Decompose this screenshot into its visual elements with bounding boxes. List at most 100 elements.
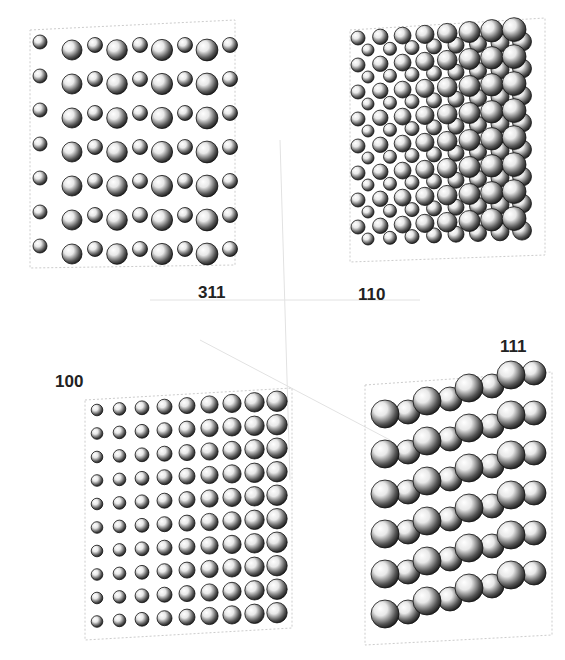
atom-sphere <box>394 81 411 98</box>
plane-index-label: 110 <box>358 285 385 305</box>
atom-sphere <box>88 208 103 223</box>
atom-sphere <box>178 106 193 121</box>
atom-sphere <box>362 98 374 110</box>
atom-sphere <box>157 399 172 414</box>
atom-sphere <box>88 72 103 87</box>
atom-sphere <box>135 424 149 438</box>
atom-sphere <box>455 454 483 482</box>
atom-sphere <box>371 400 399 428</box>
atom-sphere <box>371 440 399 468</box>
plane-frame <box>365 372 552 645</box>
atom-sphere <box>113 403 126 416</box>
atom-sphere <box>267 509 287 529</box>
atom-sphere <box>201 419 218 436</box>
atom-sphere <box>413 547 441 575</box>
atom-sphere <box>437 23 457 43</box>
atom-sphere <box>373 110 388 125</box>
atom-sphere <box>371 560 399 588</box>
atom-sphere <box>179 398 195 414</box>
plane-frame <box>30 20 235 268</box>
atom-sphere <box>33 35 47 49</box>
atom-sphere <box>394 135 411 152</box>
atom-sphere <box>373 83 388 98</box>
atom-sphere <box>91 451 103 463</box>
atom-sphere <box>245 604 264 623</box>
atom-sphere <box>245 581 264 600</box>
atom-sphere <box>33 69 47 83</box>
atom-sphere <box>459 22 480 43</box>
atom-sphere <box>522 561 546 585</box>
atom-sphere <box>107 108 128 129</box>
atom-sphere <box>151 243 172 264</box>
atom-sphere <box>416 106 434 124</box>
atom-sphere <box>373 218 388 233</box>
atom-sphere <box>133 106 148 121</box>
atom-sphere <box>223 418 241 436</box>
atom-sphere <box>223 441 241 459</box>
atom-sphere <box>135 471 149 485</box>
atom-sphere <box>371 480 399 508</box>
atom-sphere <box>522 401 546 425</box>
atom-sphere <box>459 76 480 97</box>
atom-sphere <box>362 206 374 218</box>
atom-sphere <box>384 231 397 244</box>
atom-sphere <box>267 556 287 576</box>
atom-sphere <box>113 591 126 604</box>
atom-sphere <box>362 44 374 56</box>
atom-sphere <box>522 521 546 545</box>
atom-sphere <box>113 473 126 486</box>
atom-sphere <box>384 177 397 190</box>
atom-sphere <box>373 191 388 206</box>
atom-sphere <box>481 47 503 69</box>
atom-sphere <box>113 567 126 580</box>
atom-sphere <box>481 182 503 204</box>
atom-sphere <box>416 133 434 151</box>
atom-sphere <box>413 467 441 495</box>
atom-sphere <box>62 176 82 196</box>
atom-sphere <box>502 126 526 150</box>
atom-sphere <box>351 58 365 72</box>
atom-sphere <box>481 74 503 96</box>
atom-sphere <box>497 481 525 509</box>
atom-sphere <box>179 609 195 625</box>
atom-sphere <box>179 421 195 437</box>
atom-sphere <box>196 141 218 163</box>
atom-sphere <box>113 426 126 439</box>
atom-sphere <box>133 72 148 87</box>
atom-sphere <box>455 494 483 522</box>
plane-index-label: 100 <box>55 372 83 392</box>
atom-sphere <box>135 518 149 532</box>
plane-index-label: 311 <box>198 283 225 303</box>
atom-sphere <box>245 416 264 435</box>
atom-sphere <box>113 520 126 533</box>
atom-sphere <box>135 448 149 462</box>
atom-sphere <box>157 564 172 579</box>
atom-sphere <box>33 171 47 185</box>
atom-sphere <box>416 25 434 43</box>
atom-sphere <box>157 470 172 485</box>
atom-sphere <box>362 152 374 164</box>
atom-sphere <box>371 600 399 628</box>
atom-sphere <box>62 142 82 162</box>
atom-sphere <box>416 52 434 70</box>
atom-sphere <box>481 20 503 42</box>
atom-sphere <box>223 582 241 600</box>
atom-sphere <box>62 108 82 128</box>
atom-sphere <box>107 244 128 265</box>
atom-sphere <box>394 216 411 233</box>
atom-sphere <box>91 522 103 534</box>
atom-sphere <box>62 244 82 264</box>
atom-sphere <box>384 96 397 109</box>
atom-sphere <box>245 487 264 506</box>
atom-sphere <box>373 164 388 179</box>
atom-sphere <box>223 208 238 223</box>
atom-sphere <box>371 520 399 548</box>
atom-sphere <box>107 74 128 95</box>
atom-sphere <box>502 153 526 177</box>
atom-sphere <box>151 73 172 94</box>
atom-sphere <box>522 361 546 385</box>
atom-sphere <box>497 561 525 589</box>
atom-sphere <box>91 475 103 487</box>
atom-sphere <box>91 404 103 416</box>
atom-sphere <box>223 242 238 257</box>
